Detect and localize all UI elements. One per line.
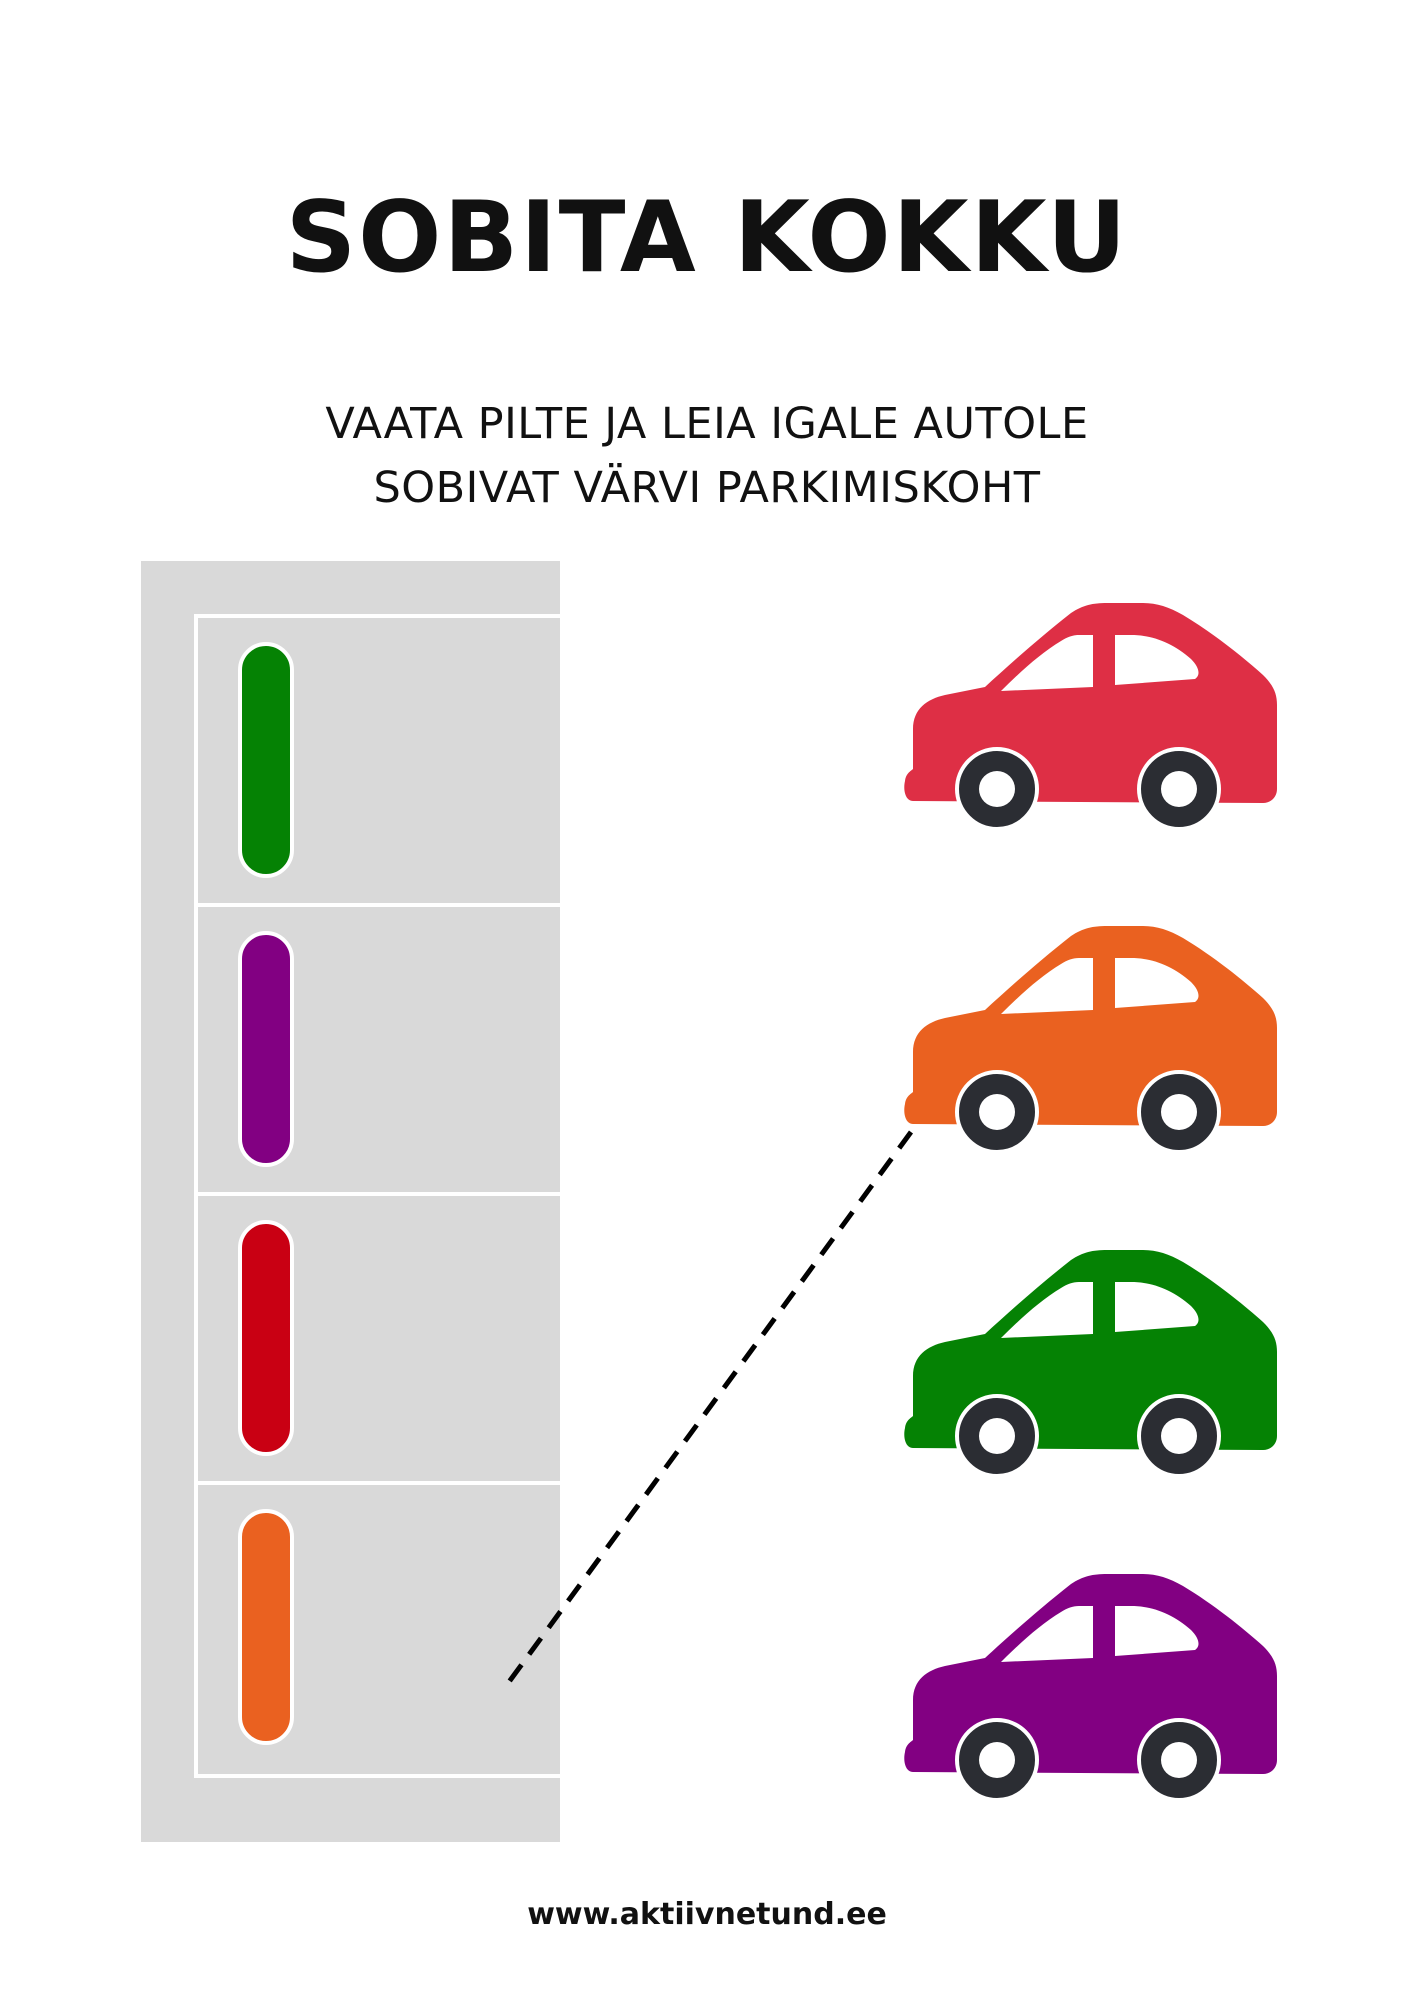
spot-color-marker-red (238, 1220, 294, 1456)
example-dashed-line (503, 1130, 914, 1688)
car-red-icon[interactable] (893, 601, 1279, 831)
instructions-line-2: SOBIVAT VÄRVI PARKIMISKOHT (373, 463, 1041, 513)
parking-lot (141, 561, 560, 1842)
parking-spot-red[interactable] (194, 1192, 560, 1481)
car-orange-icon[interactable] (893, 924, 1279, 1154)
spot-color-marker-purple (238, 931, 294, 1167)
page-title: SOBITA KOKKU (285, 181, 1129, 295)
parking-spot-green[interactable] (194, 614, 560, 903)
spot-color-marker-green (238, 642, 294, 878)
spot-color-marker-orange (238, 1509, 294, 1745)
car-purple-icon[interactable] (893, 1572, 1279, 1802)
footer-website: www.aktiivnetund.ee (527, 1897, 887, 1932)
instructions-line-1: VAATA PILTE JA LEIA IGALE AUTOLE (325, 399, 1089, 449)
parking-spot-purple[interactable] (194, 903, 560, 1192)
parking-spot-orange[interactable] (194, 1481, 560, 1778)
instructions: VAATA PILTE JA LEIA IGALE AUTOLE SOBIVAT… (0, 392, 1414, 520)
car-green-icon[interactable] (893, 1248, 1279, 1478)
